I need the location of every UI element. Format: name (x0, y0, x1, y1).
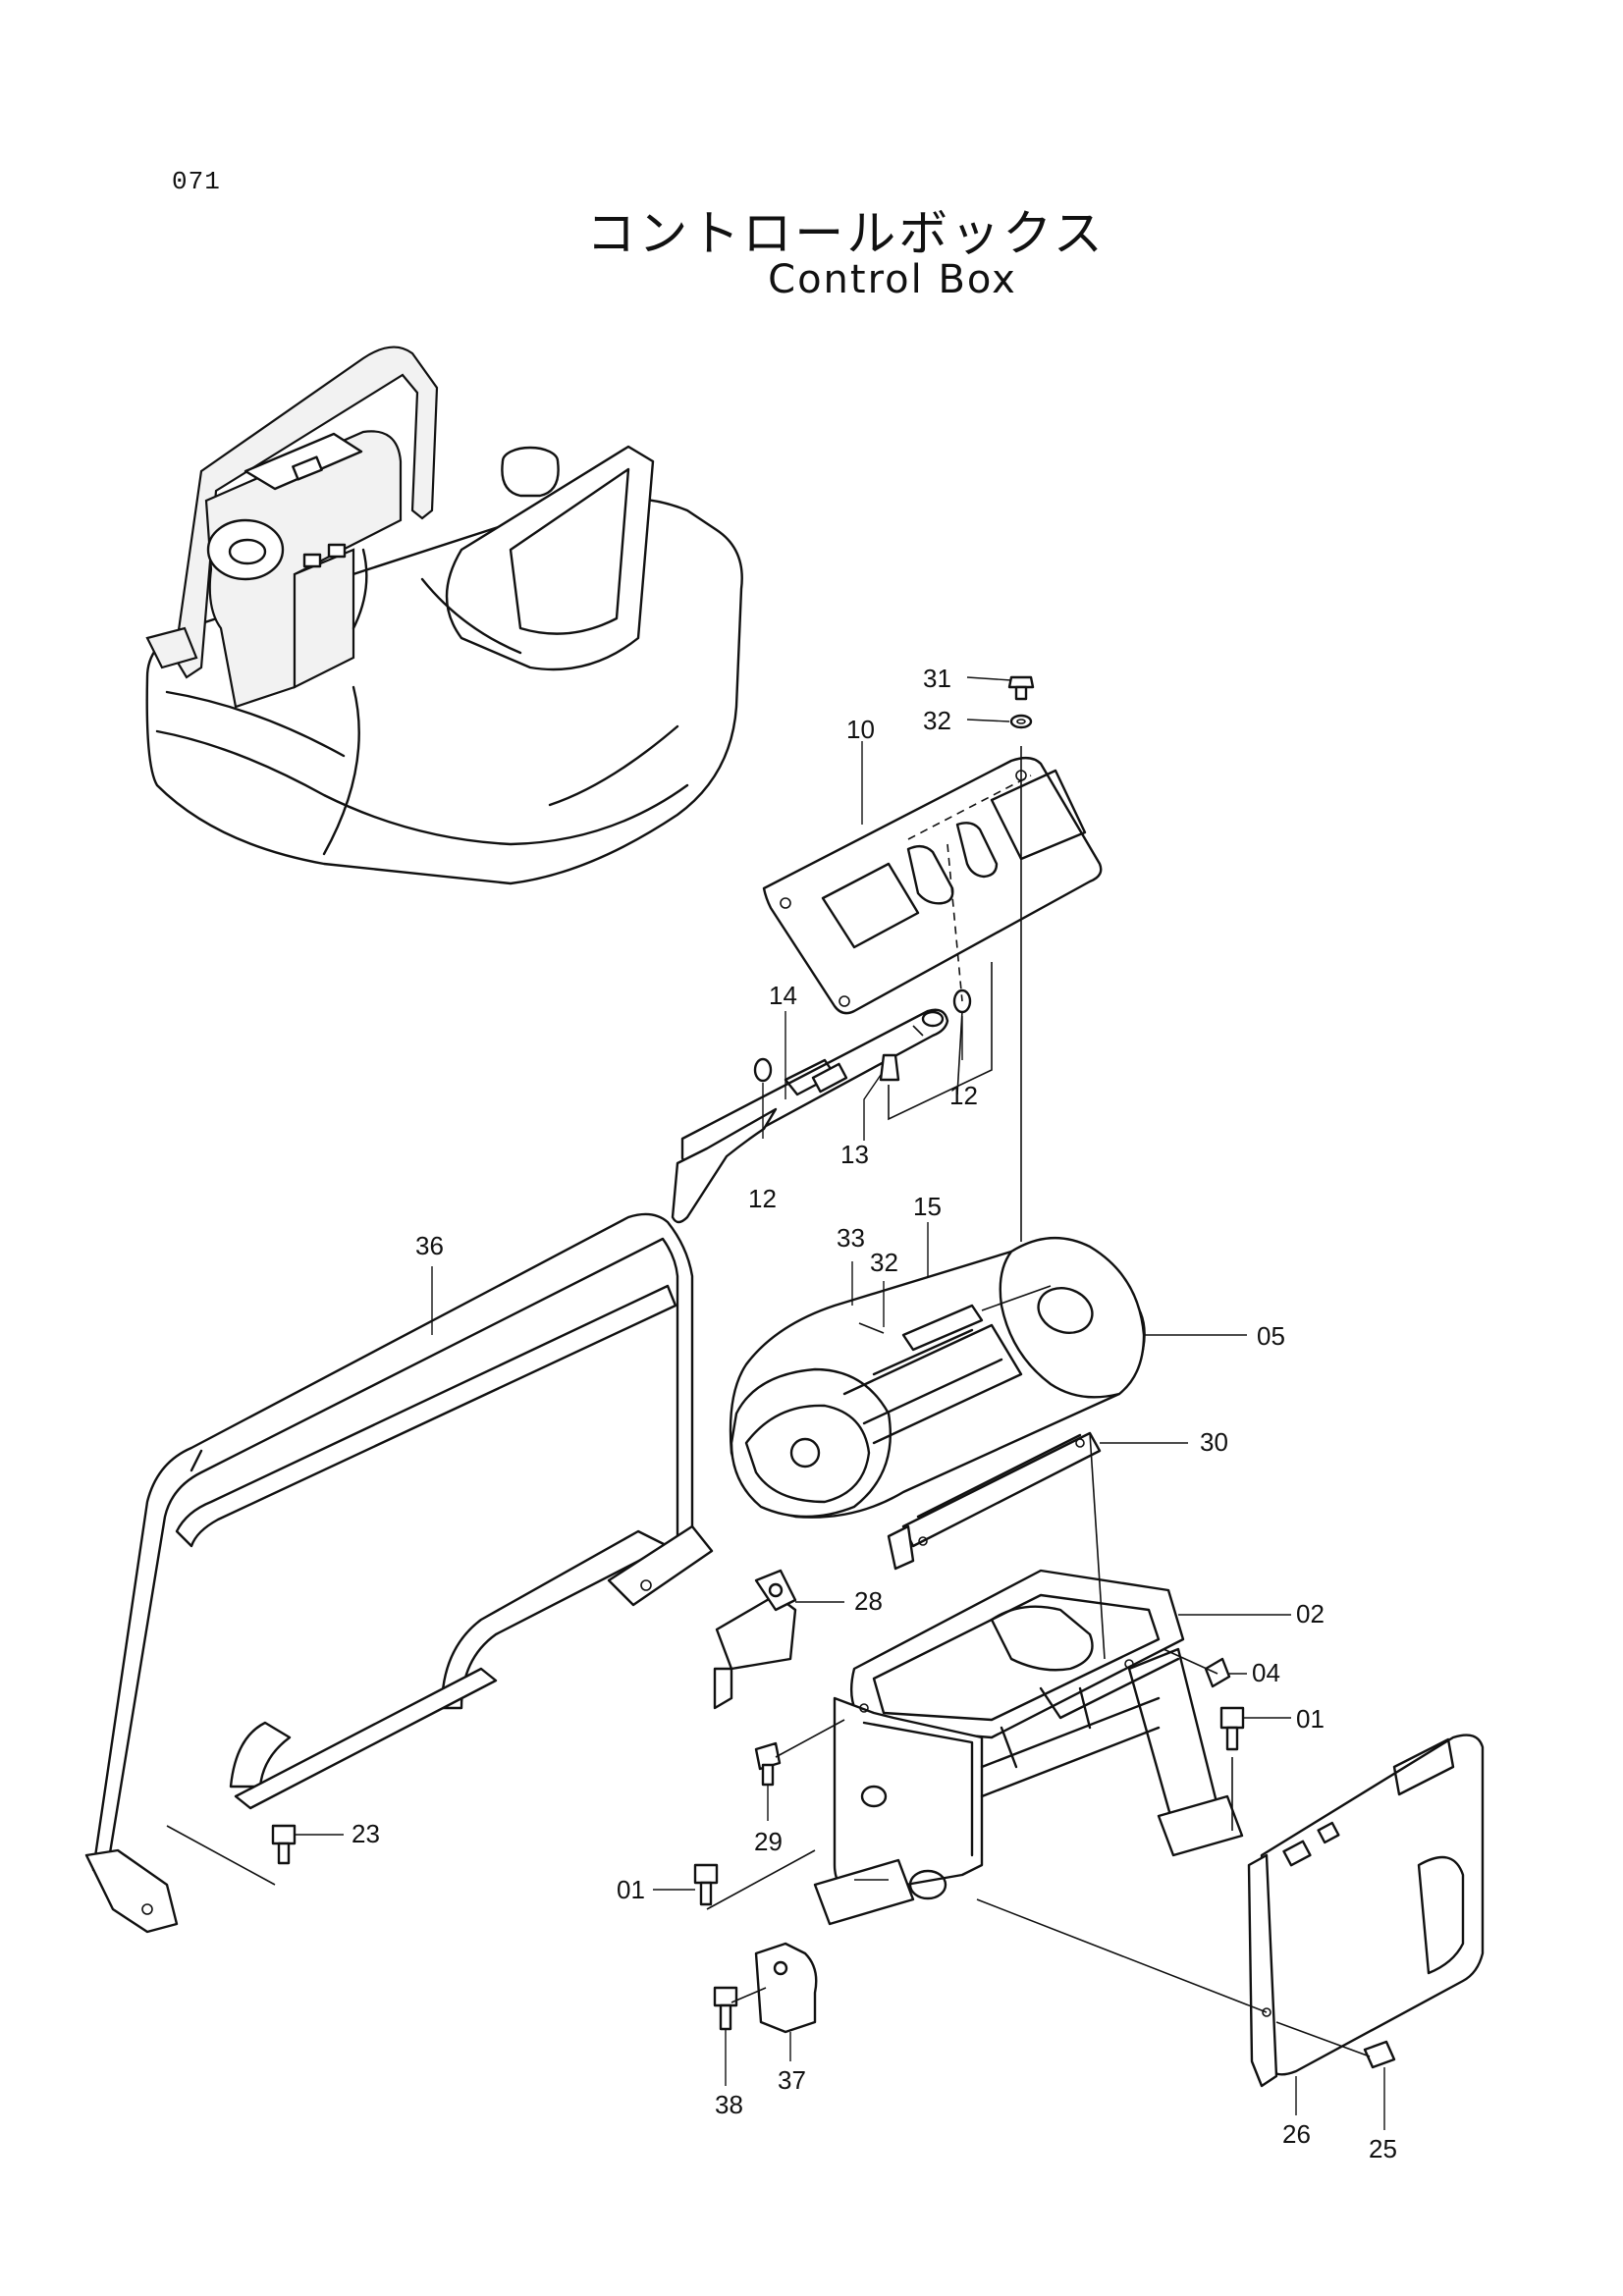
callout-29: 29 (754, 1827, 783, 1856)
callout-13: 13 (840, 1140, 869, 1169)
callout-10: 10 (846, 715, 875, 744)
part-26-side-cover (1247, 1734, 1485, 2088)
callout-01: 01 (1296, 1704, 1325, 1734)
part-37-plate (754, 1942, 818, 2034)
callout-04: 04 (1252, 1658, 1280, 1687)
callout-05: 05 (1257, 1321, 1285, 1351)
page-code: 071 (172, 167, 221, 196)
part-10-top-cover (762, 756, 1103, 1015)
callout-38: 38 (715, 2090, 743, 2119)
callout-26: 26 (1282, 2119, 1311, 2149)
callout-28: 28 (854, 1586, 883, 1616)
callout-36: 36 (415, 1231, 444, 1260)
callout-12: 12 (949, 1081, 978, 1110)
callout-labels: 31 32 10 14 12 12 13 15 33 32 05 36 30 2… (352, 664, 1397, 2163)
part-36-guard-rail (84, 1212, 714, 1934)
title-english: Control Box (768, 257, 1017, 302)
callout-32: 32 (870, 1248, 898, 1277)
callout-32: 32 (923, 706, 951, 735)
part-30-bracket-strip (887, 1431, 1102, 1571)
machine-overview-illustration (145, 346, 743, 885)
callout-23: 23 (352, 1819, 380, 1848)
callout-01: 01 (617, 1875, 645, 1904)
callout-31: 31 (923, 664, 951, 693)
callout-30: 30 (1200, 1427, 1228, 1457)
callout-02: 02 (1296, 1599, 1325, 1629)
callout-12: 12 (748, 1184, 777, 1213)
part-28-bracket (713, 1569, 797, 1710)
leader-lines (295, 676, 1385, 2130)
part-02-base-frame (813, 1569, 1244, 1926)
callout-37: 37 (778, 2065, 806, 2095)
part-14-hinge-plate (671, 1008, 949, 1224)
assembly-lines (166, 746, 1371, 2057)
title-japanese: コントロールボックス (586, 205, 1106, 262)
callout-14: 14 (769, 981, 797, 1010)
part-05-control-box-housing (729, 1237, 1146, 1519)
callout-25: 25 (1369, 2134, 1397, 2163)
callout-15: 15 (913, 1192, 942, 1221)
callout-33: 33 (837, 1223, 865, 1253)
